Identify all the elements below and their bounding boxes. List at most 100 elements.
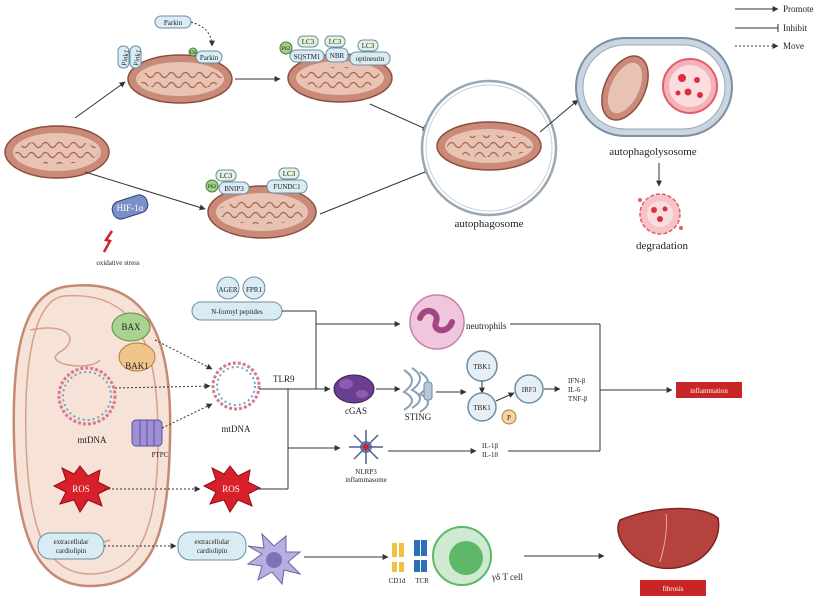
lc3-1-label: LC3 — [302, 38, 315, 46]
ros-inner-label: ROS — [72, 484, 90, 494]
tcr-receptor — [414, 540, 427, 572]
fpr1-label: FPR1 — [246, 286, 262, 294]
oxidative-stress-label: oxidative stress — [96, 259, 140, 267]
tlr9-label: TLR9 — [273, 374, 295, 384]
inflammasome-label: inflammasome — [345, 476, 387, 484]
inflammation-box — [676, 382, 742, 398]
ext-cardiolipin-inner — [37, 532, 105, 560]
ager-label: AGER — [218, 286, 237, 294]
mtdna-outer-label: mtDNA — [222, 424, 252, 434]
degradation-icon — [638, 193, 683, 235]
degradation-label: degradation — [636, 240, 688, 252]
ptpc-channel — [131, 419, 163, 447]
fibrosis-box — [640, 580, 706, 596]
hif-1a-node — [111, 194, 149, 220]
parkin-bound — [195, 50, 223, 64]
dendritic-cell — [246, 532, 302, 586]
n-formyl-peptides-label: N-formyl peptides — [211, 308, 263, 316]
mitochondrion-damaged — [4, 125, 110, 179]
ifn-b-label: IFN-β — [568, 377, 586, 385]
neutrophils-label: neutrophils — [466, 321, 507, 331]
ext-cardiolipin-outer — [177, 531, 247, 561]
parkin-move-arrow — [190, 21, 215, 47]
ros-outer-label: ROS — [222, 484, 240, 494]
fundc1 — [266, 179, 308, 194]
cd1d-receptor — [392, 543, 404, 572]
gamma-delta-t-cell — [432, 526, 492, 586]
bak1-protein — [118, 342, 156, 372]
il18-label: IL-18 — [482, 451, 498, 459]
legend-promote-label: Promote — [783, 4, 814, 14]
cgas-protein — [333, 374, 375, 404]
cgas-label: cGAS — [345, 406, 367, 416]
irf3-label: IRF3 — [522, 386, 537, 394]
cd1d-label: CD1d — [389, 577, 406, 585]
ager-receptor — [216, 276, 240, 300]
fibrosis-label: fibrosis — [663, 585, 684, 593]
il1b-label: IL-1β — [482, 442, 498, 450]
mitochondrion-bnip3-fundc1 — [207, 185, 317, 239]
autophagolysosome-label: autophagolysosome — [609, 146, 696, 158]
autophagosome-label: autophagosome — [454, 218, 523, 230]
neutrophil-cell — [409, 294, 465, 350]
ros-inner-icon — [52, 465, 112, 513]
mtdna-inner-label: mtDNA — [78, 435, 108, 445]
lc3-3-label: LC3 — [362, 42, 375, 50]
lc3-2 — [324, 35, 346, 48]
p62-2 — [205, 179, 219, 193]
hif-1a-label: HIF-1α — [117, 203, 144, 213]
pink1-a-label: Pink1 — [120, 48, 131, 66]
lc3-5-label: LC3 — [283, 170, 296, 178]
nbr — [325, 47, 349, 63]
p62-1-label: P62 — [282, 46, 291, 52]
mtdna-outer-icon — [211, 361, 261, 411]
fpr1-receptor — [242, 276, 266, 300]
tbk1-b-node — [467, 392, 497, 422]
phosphate-label: P — [507, 414, 511, 422]
pink1-a — [117, 45, 130, 69]
bax-protein — [111, 312, 151, 342]
arrow-to-pink1 — [74, 81, 126, 119]
nlrp3-inflammasome-icon — [349, 430, 383, 464]
mtdna-inner-icon — [57, 366, 117, 426]
lc3-1 — [297, 35, 319, 48]
tbk1-b-label: TBK1 — [473, 404, 491, 412]
p62-2-label: P62 — [208, 184, 217, 190]
ext-cardiolipin-outer-label-1: extracellular — [195, 538, 231, 546]
arrow-to-autophagosome-1 — [369, 103, 429, 131]
lc3-3 — [357, 39, 379, 52]
legend-move-label: Move — [783, 41, 804, 51]
ext-cardiolipin-inner-label-1: extracellular — [54, 538, 90, 546]
sting-protein — [402, 367, 433, 413]
arrow-bax-mtdna — [154, 339, 213, 370]
arrow-to-autophagosome-2 — [319, 169, 431, 215]
phosphate-node — [501, 409, 517, 425]
il6-label: IL-6 — [568, 386, 581, 394]
legend: Promote Inhibit Move — [735, 4, 814, 51]
liver-icon — [617, 507, 720, 570]
arrow-ptpc-mtdna — [161, 403, 213, 429]
ros-outer-icon — [202, 465, 262, 513]
gamma-delta-t-cell-label: γδ T cell — [491, 572, 524, 582]
pink1-b — [129, 45, 142, 69]
arrow-tbk1-irf3 — [495, 392, 515, 402]
tnf-b-label: TNF-β — [568, 395, 588, 403]
lc3-4 — [215, 169, 237, 182]
irf3-node — [514, 374, 544, 404]
mitochondrion-receptors — [287, 53, 393, 103]
optineurin — [349, 51, 391, 66]
fundc1-label: FUNDC1 — [273, 183, 301, 191]
lc3-2-label: LC3 — [329, 38, 342, 46]
ub-label: Ub — [190, 51, 197, 56]
optineurin-label: optineurin — [356, 55, 385, 63]
bnip3-label: BNIP3 — [224, 185, 244, 193]
lc3-4-label: LC3 — [220, 172, 233, 180]
parkin-bound-label: Parkin — [200, 54, 219, 62]
tbk1-a-label: TBK1 — [473, 363, 491, 371]
bak1-label: BAK1 — [125, 361, 149, 371]
nlrp3-label: NLRP3 — [355, 468, 377, 476]
ub-circle — [188, 47, 198, 57]
autophagolysosome — [575, 37, 733, 137]
sqstm1 — [289, 49, 325, 63]
parkin-free-label: Parkin — [164, 19, 183, 27]
